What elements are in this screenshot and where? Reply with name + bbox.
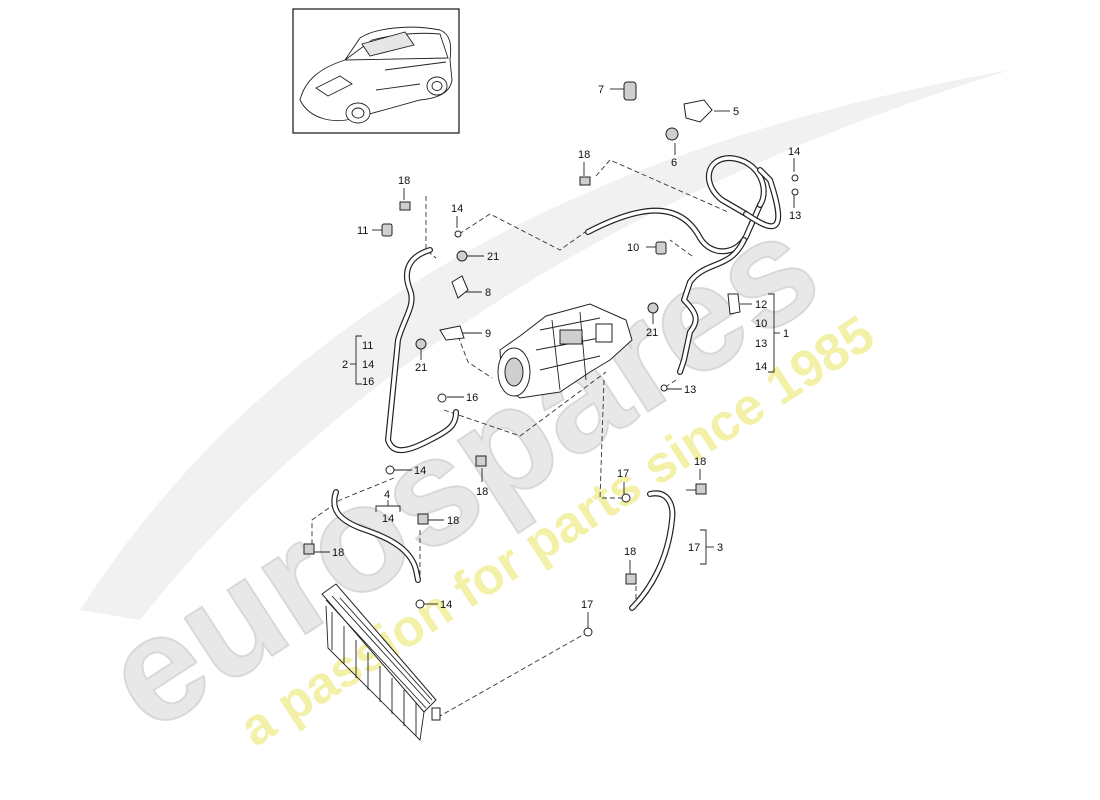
callout-18: 18: [476, 486, 488, 498]
seal-ring: [791, 174, 799, 182]
nut-part: [415, 338, 427, 350]
callout-labels: 7 5 6 18 14 13 18 14 11 21 10 8 12 10 21…: [332, 84, 801, 611]
callout-12: 12: [755, 299, 767, 311]
bolt: [695, 483, 707, 495]
callout-13: 13: [684, 384, 696, 396]
seal-ring: [583, 627, 593, 637]
vehicle-thumbnail: [292, 8, 460, 134]
callout-18: 18: [578, 149, 590, 161]
callout-2: 2: [342, 359, 348, 371]
callout-14: 14: [362, 359, 374, 371]
callout-10: 10: [755, 318, 767, 330]
pipe-clamp: [451, 275, 469, 299]
callout-7: 7: [598, 84, 604, 96]
callout-14: 14: [414, 465, 426, 477]
callout-3: 3: [717, 542, 723, 554]
callout-21: 21: [487, 251, 499, 263]
callout-18: 18: [447, 515, 459, 527]
car-icon: [299, 26, 453, 124]
callout-18: 18: [624, 546, 636, 558]
bolt: [399, 201, 411, 211]
bolt: [579, 176, 591, 186]
callout-11: 11: [357, 225, 368, 237]
small-parts: [303, 81, 799, 637]
nut-part: [647, 302, 659, 314]
bolt: [417, 513, 429, 525]
hose-lines: [331, 155, 782, 611]
watermark-swoosh: [80, 70, 1010, 620]
callout-14: 14: [451, 203, 463, 215]
valve-cap: [655, 241, 667, 255]
seal-ring: [660, 384, 668, 392]
callout-18: 18: [398, 175, 410, 187]
seal-ring: [791, 188, 799, 196]
callout-18: 18: [694, 456, 706, 468]
bracket-part: [683, 99, 713, 123]
bolt: [303, 543, 315, 555]
ac-compressor: [497, 303, 633, 399]
callout-18: 18: [332, 547, 344, 559]
valve-cap: [381, 223, 393, 237]
seal-ring: [385, 465, 395, 475]
callout-17: 17: [688, 542, 700, 554]
nut-part: [665, 127, 679, 141]
callout-21: 21: [415, 362, 427, 374]
callout-5: 5: [733, 106, 739, 118]
callout-8: 8: [485, 287, 491, 299]
callout-14: 14: [755, 361, 767, 373]
seal-ring: [437, 393, 447, 403]
callout-17: 17: [581, 599, 593, 611]
bolt: [625, 573, 637, 585]
callout-10: 10: [627, 242, 639, 254]
condenser: [321, 583, 441, 741]
pipe-clamp: [439, 325, 465, 341]
callout-21: 21: [646, 327, 658, 339]
callout-9: 9: [485, 328, 491, 340]
seal-ring: [415, 599, 425, 609]
callout-4: 4: [384, 489, 390, 501]
callout-16: 16: [362, 376, 374, 388]
callout-11: 11: [362, 340, 373, 352]
seal-ring: [621, 493, 631, 503]
callout-14: 14: [382, 513, 394, 525]
seal-ring: [454, 230, 462, 238]
pressure-switch: [623, 81, 637, 101]
callout-17: 17: [617, 468, 629, 480]
callout-13: 13: [789, 210, 801, 222]
bolt: [475, 455, 487, 467]
callout-6: 6: [671, 157, 677, 169]
nut-part: [456, 250, 468, 262]
callout-16: 16: [466, 392, 478, 404]
callout-14: 14: [440, 599, 452, 611]
callout-13: 13: [755, 338, 767, 350]
pipe-bracket: [727, 293, 741, 315]
callout-14: 14: [788, 146, 800, 158]
callout-1: 1: [783, 328, 789, 340]
